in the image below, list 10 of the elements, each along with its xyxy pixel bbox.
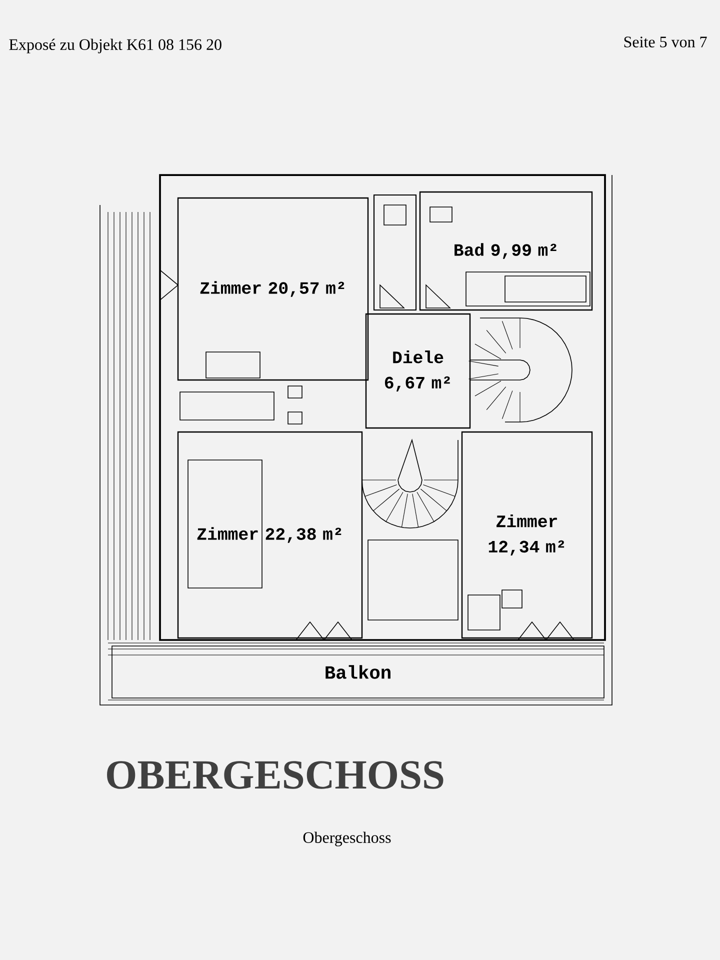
header-text: Exposé zu Objekt K61 08 156 20 [9,38,222,54]
balcony: Balkon [112,646,604,698]
room: Diele 6,67 m² [365,313,471,429]
page-number: Seite 5 von 7 [624,36,707,48]
title: OBERGESCHOSS [107,761,444,789]
room: Bad 9,99 m² [419,191,593,311]
room: Zimmer 20,57 m² [177,197,369,381]
room: Zimmer 22,38 m² [177,431,363,639]
room: Zimmer 12,34 m² [461,431,593,639]
caption: Obergeschoss [303,832,391,846]
